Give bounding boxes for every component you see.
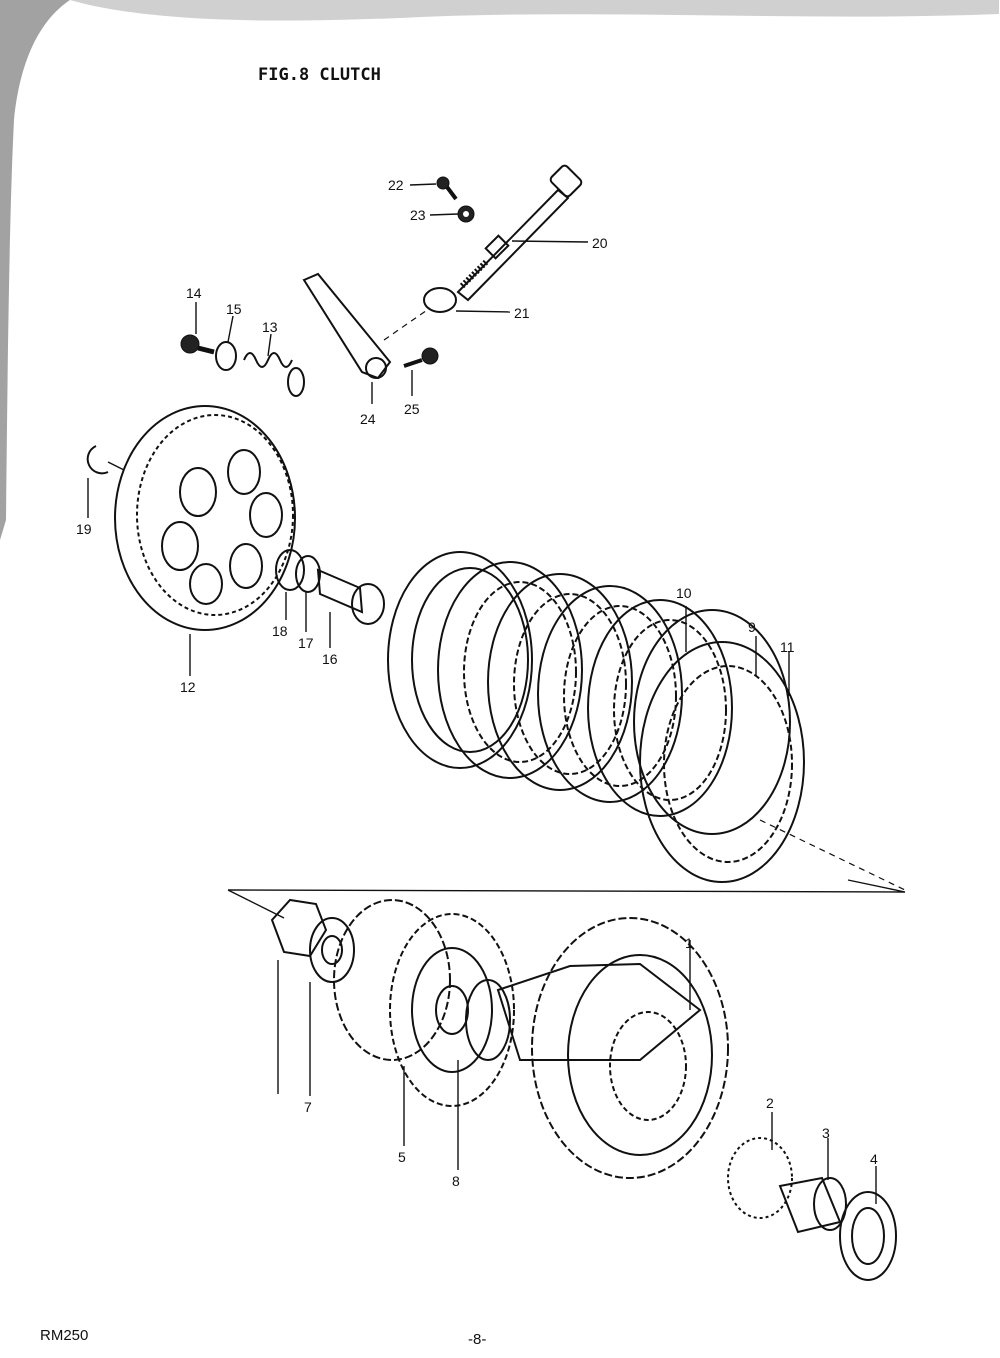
release-shaft-20	[456, 164, 583, 302]
bolt-22	[436, 176, 458, 201]
bearing-18	[275, 549, 305, 591]
model-label: RM250	[40, 1327, 88, 1344]
washer-15	[215, 341, 237, 371]
spacer-3	[778, 1176, 847, 1234]
washer-23	[457, 205, 475, 223]
needle-bearing-2	[727, 1137, 793, 1219]
clutch-spring-13	[243, 352, 305, 397]
callout-25: 25	[404, 401, 420, 417]
clutch-spring-bolt-14	[180, 334, 215, 355]
callout-5: 5	[398, 1149, 406, 1165]
page-number: -8-	[468, 1331, 486, 1348]
scan-edge-noise	[0, 0, 999, 540]
callout-9: 9	[748, 619, 756, 635]
callout-16: 16	[322, 651, 338, 667]
thrust-washer-4	[839, 1191, 897, 1281]
callout-23: 23	[410, 207, 426, 223]
oil-seal-21	[423, 287, 457, 313]
callout-4: 4	[870, 1151, 878, 1167]
lock-washer-7	[309, 917, 355, 983]
primary-driven-gear-1	[496, 917, 729, 1179]
circlip-19	[86, 445, 109, 475]
callout-1: 1	[685, 935, 693, 951]
callout-18: 18	[272, 623, 288, 639]
callout-3: 3	[822, 1125, 830, 1141]
callout-13: 13	[262, 319, 278, 335]
nut-6	[270, 898, 328, 958]
clutch-hub-5	[333, 899, 515, 1107]
callout-14: 14	[186, 285, 202, 301]
callout-24: 24	[360, 411, 376, 427]
callout-15: 15	[226, 301, 242, 317]
callout-20: 20	[592, 235, 608, 251]
thrust-washer-17	[295, 555, 321, 593]
callout-11: 11	[780, 639, 795, 655]
callout-12: 12	[180, 679, 196, 695]
diagram-title: FIG.8 CLUTCH	[258, 65, 381, 85]
leader-lines	[87, 183, 877, 1204]
callout-19: 19	[76, 521, 92, 537]
callout-7: 7	[304, 1099, 312, 1115]
callout-10: 10	[676, 585, 692, 601]
bolt-25	[403, 347, 439, 368]
push-piece-16	[316, 568, 385, 625]
clutch-plate-stack	[387, 551, 805, 883]
callout-22: 22	[388, 177, 404, 193]
callout-17: 17	[298, 635, 314, 651]
washer-8	[465, 979, 511, 1061]
release-lever-24	[302, 272, 392, 380]
pressure-plate-12	[114, 405, 296, 631]
callout-8: 8	[452, 1173, 460, 1189]
callout-2: 2	[766, 1095, 774, 1111]
callout-21: 21	[514, 305, 530, 321]
